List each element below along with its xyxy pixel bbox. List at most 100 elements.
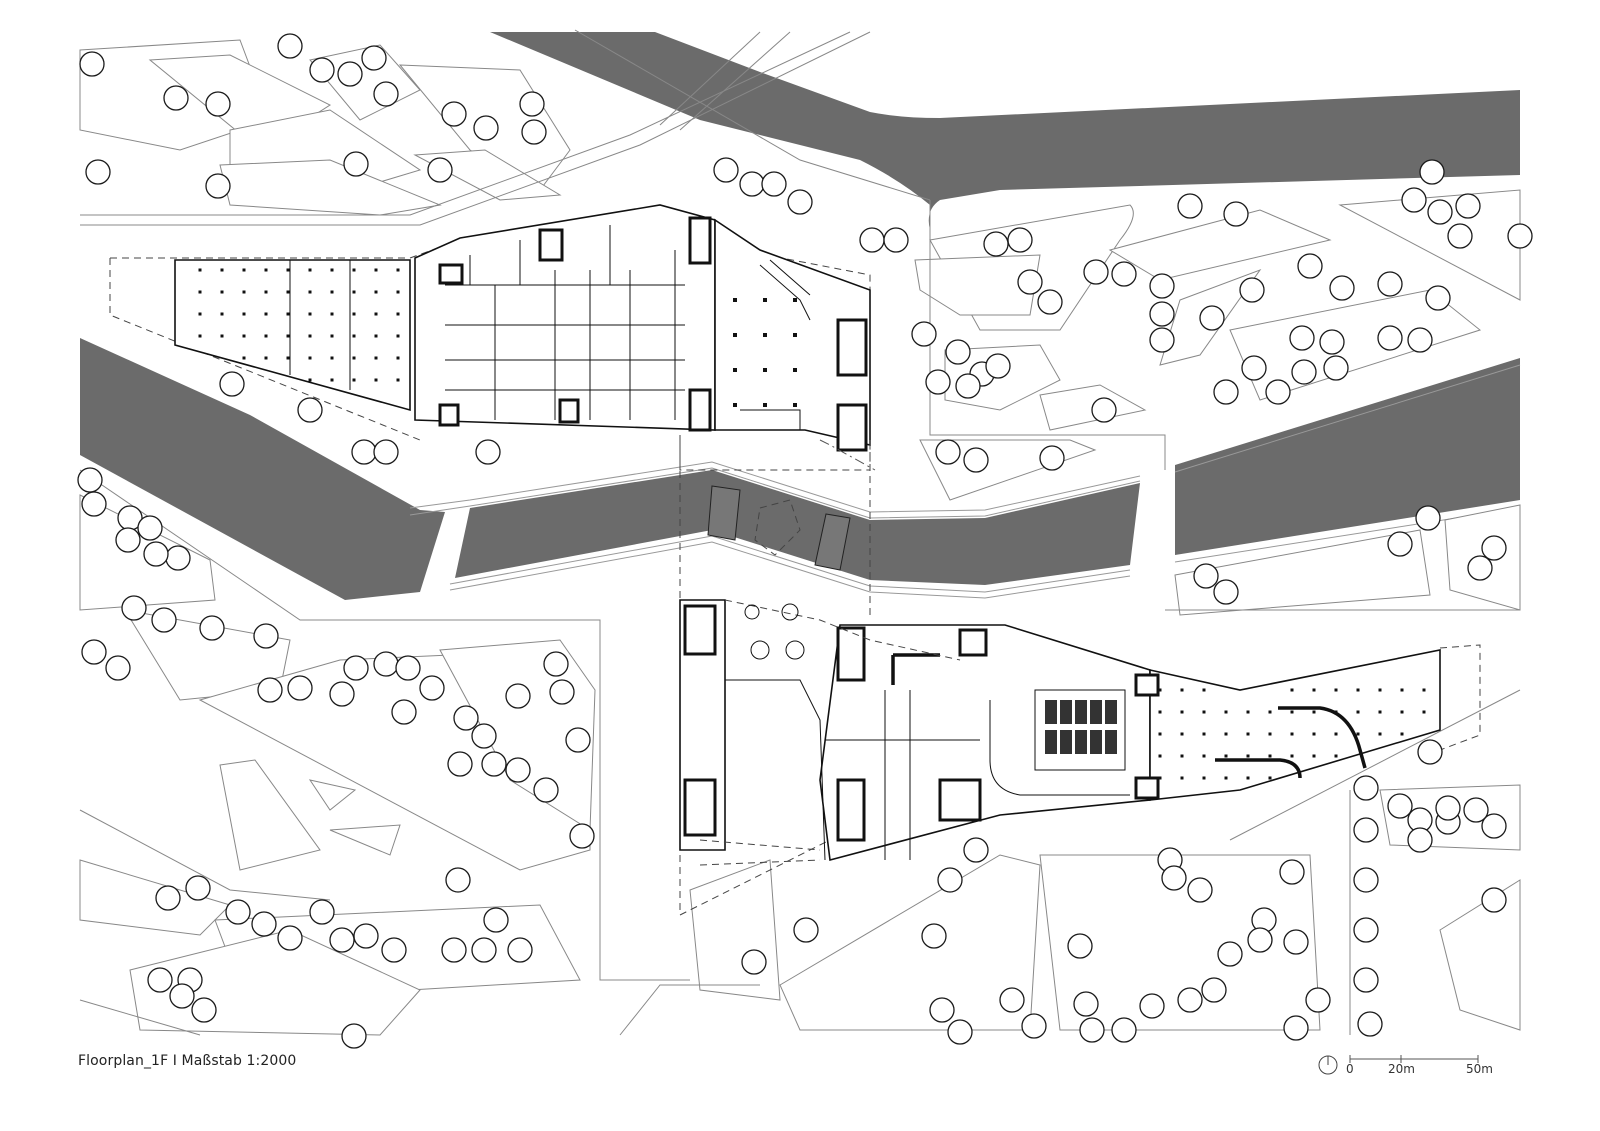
column (352, 268, 356, 272)
column (763, 298, 767, 302)
seat-block (1060, 730, 1072, 754)
tree-icon (1161, 865, 1187, 891)
tree-icon (165, 545, 191, 571)
tree-icon (337, 61, 363, 87)
tree-icon (1239, 277, 1265, 303)
south-auditorium-block (819, 624, 1151, 862)
column (308, 356, 312, 360)
column (330, 356, 334, 360)
tree-icon (793, 917, 819, 943)
column (286, 356, 290, 360)
column (286, 268, 290, 272)
column (1224, 754, 1228, 758)
tree-icon (983, 231, 1009, 257)
tree-icon (373, 439, 399, 465)
column (242, 290, 246, 294)
tree-icon (81, 639, 107, 665)
column (763, 403, 767, 407)
tree-icon (1091, 397, 1117, 423)
tree-icon (1353, 967, 1379, 993)
tree-icon (163, 85, 189, 111)
tree-icon (1353, 917, 1379, 943)
tree-icon (1037, 289, 1063, 315)
tree-icon (1149, 301, 1175, 327)
tree-icon (963, 837, 989, 863)
column (1246, 732, 1250, 736)
tree-icon (1353, 817, 1379, 843)
tree-icon (1213, 379, 1239, 405)
seat-block (1090, 730, 1102, 754)
scale-bar (1318, 1055, 1479, 1075)
column (374, 378, 378, 382)
column (763, 333, 767, 337)
column (374, 334, 378, 338)
tree-icon (419, 675, 445, 701)
tree-icon (955, 373, 981, 399)
parking-columns-north (198, 268, 797, 407)
tree-icon (1291, 359, 1317, 385)
tree-icon (741, 949, 767, 975)
column (1202, 710, 1206, 714)
column (1202, 776, 1206, 780)
column (264, 268, 268, 272)
tree-icon (185, 875, 211, 901)
tree-icon (1073, 991, 1099, 1017)
column (1378, 710, 1382, 714)
column (793, 368, 797, 372)
tree-icon (85, 159, 111, 185)
tree-icon (373, 651, 399, 677)
tree-icon (81, 491, 107, 517)
column (1400, 688, 1404, 692)
column (1268, 732, 1272, 736)
column (220, 312, 224, 316)
tree-icon (1357, 1011, 1383, 1037)
column (220, 290, 224, 294)
tree-icon (713, 157, 739, 183)
tree-icon (1415, 505, 1441, 531)
tree-icon (1177, 987, 1203, 1013)
tree-icon (395, 655, 421, 681)
canal-north (490, 32, 1520, 230)
tree-icon (343, 151, 369, 177)
tree-icon (329, 927, 355, 953)
column (1268, 776, 1272, 780)
column (1158, 754, 1162, 758)
column (1312, 688, 1316, 692)
building-north (109, 204, 876, 471)
north-arrow-icon (1318, 1055, 1338, 1075)
tree-icon (257, 677, 283, 703)
tree-icon (1455, 193, 1481, 219)
tree-icon (169, 983, 195, 1009)
tree-icon (1319, 329, 1345, 355)
tree-icon (1021, 1013, 1047, 1039)
tree-icon (343, 655, 369, 681)
tree-icon (373, 81, 399, 107)
column (1400, 732, 1404, 736)
column (198, 312, 202, 316)
tree-icon (1387, 531, 1413, 557)
tree-icon (329, 681, 355, 707)
column (220, 268, 224, 272)
tree-icon (121, 595, 147, 621)
stepping-stones-west (707, 485, 741, 541)
column (793, 298, 797, 302)
column (330, 312, 334, 316)
column (1290, 710, 1294, 714)
tree-icon (441, 937, 467, 963)
seat-block (1075, 730, 1087, 754)
column (1224, 776, 1228, 780)
tree-icon (1241, 355, 1267, 381)
tree-icon (883, 227, 909, 253)
column (198, 268, 202, 272)
column (264, 334, 268, 338)
column (1158, 776, 1162, 780)
tree-icon (1377, 325, 1403, 351)
tree-icon (1425, 285, 1451, 311)
tree-icon (471, 937, 497, 963)
tree-icon (475, 439, 501, 465)
column (308, 268, 312, 272)
tree-icon (945, 339, 971, 365)
tree-icon (543, 651, 569, 677)
column (1180, 688, 1184, 692)
